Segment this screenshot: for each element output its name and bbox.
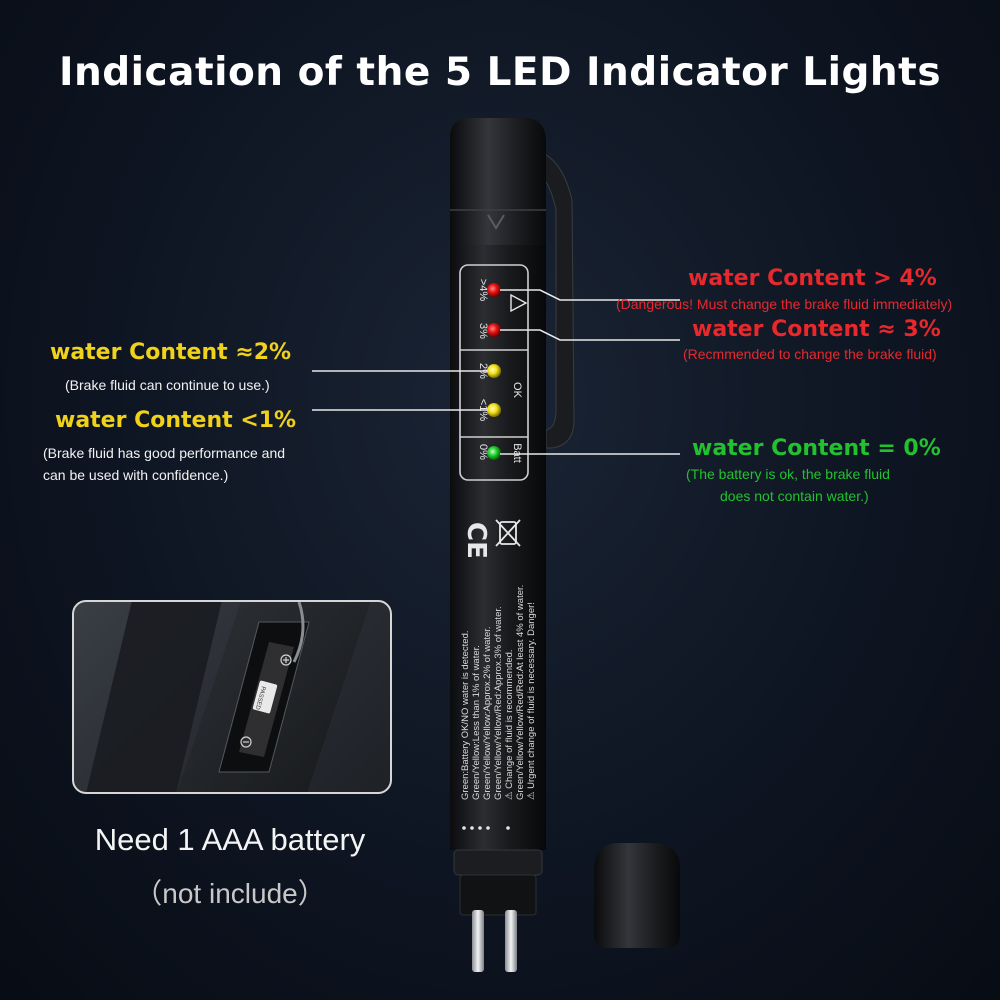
note-water-0-line2: does not contain water.) (720, 488, 869, 504)
ce-mark: CE (461, 522, 491, 559)
svg-text:Green/Yellow/Yellow/Red/Red:At: Green/Yellow/Yellow/Red/Red:At least 4% … (515, 585, 526, 800)
svg-text:Green:Battery OK/NO water is d: Green:Battery OK/NO water is detected. (460, 631, 471, 801)
battery-compartment-photo: PASSED QC (72, 600, 392, 794)
svg-text:Green/Yellow:Less than 1% of w: Green/Yellow:Less than 1% of water. (471, 645, 482, 800)
note-water-1-line2: can be used with confidence.) (43, 467, 229, 483)
scale-label-0: 0% (477, 444, 489, 460)
led-green (487, 446, 501, 460)
scale-label-4: >4% (477, 279, 489, 302)
page-title: Indication of the 5 LED Indicator Lights (58, 50, 942, 95)
note-water-1-line1: (Brake fluid has good performance and (43, 445, 286, 461)
note-water-3: (Recmmended to change the brake fluid) (683, 346, 937, 362)
svg-text:Green/Yellow/Yellow:Approx.2%: Green/Yellow/Yellow:Approx.2% of water. (482, 626, 493, 800)
label-water-3: water Content ≈ 3% (692, 317, 941, 342)
batt-label: Batt (511, 443, 523, 463)
pen-cap (450, 118, 546, 250)
probe-right (505, 910, 517, 972)
ok-label: OK (511, 382, 523, 399)
led-red-high (487, 283, 501, 297)
probe-left (472, 910, 484, 972)
note-water-4: (Dangerous! Must change the brake fluid … (616, 296, 953, 312)
svg-text:⚠ Urgent change of fluid is ne: ⚠ Urgent change of fluid is necessary. D… (526, 602, 537, 800)
led-yellow-2 (487, 364, 501, 378)
note-water-0-line1: (The battery is ok, the brake fluid (686, 466, 890, 482)
label-water-2: water Content ≈2% (50, 340, 292, 365)
svg-text:⚠ Change of fluid is recommend: ⚠ Change of fluid is recommended. (504, 649, 515, 800)
battery-not-included-note: （not include） (134, 878, 326, 909)
loose-cap (594, 843, 680, 948)
svg-text:Green/Yellow/Yellow/Red:Approx: Green/Yellow/Yellow/Red:Approx.3% of wat… (493, 606, 504, 800)
led-yellow-1 (487, 403, 501, 417)
label-water-4: water Content > 4% (688, 266, 937, 291)
label-water-1: water Content <1% (55, 408, 297, 433)
note-water-2: (Brake fluid can continue to use.) (65, 377, 270, 393)
warning-triangle-icon (510, 293, 528, 313)
led-red-mid (487, 323, 501, 337)
instruction-block: Green:Battery OK/NO water is detected. G… (460, 585, 537, 800)
label-water-0: water Content = 0% (692, 436, 941, 461)
indicator-dots (462, 826, 510, 830)
pen-body (450, 245, 546, 850)
scale-label-3: 3% (477, 323, 489, 339)
battery-requirement-caption: Need 1 AAA battery (94, 822, 366, 857)
weee-bin-icon (495, 519, 521, 547)
